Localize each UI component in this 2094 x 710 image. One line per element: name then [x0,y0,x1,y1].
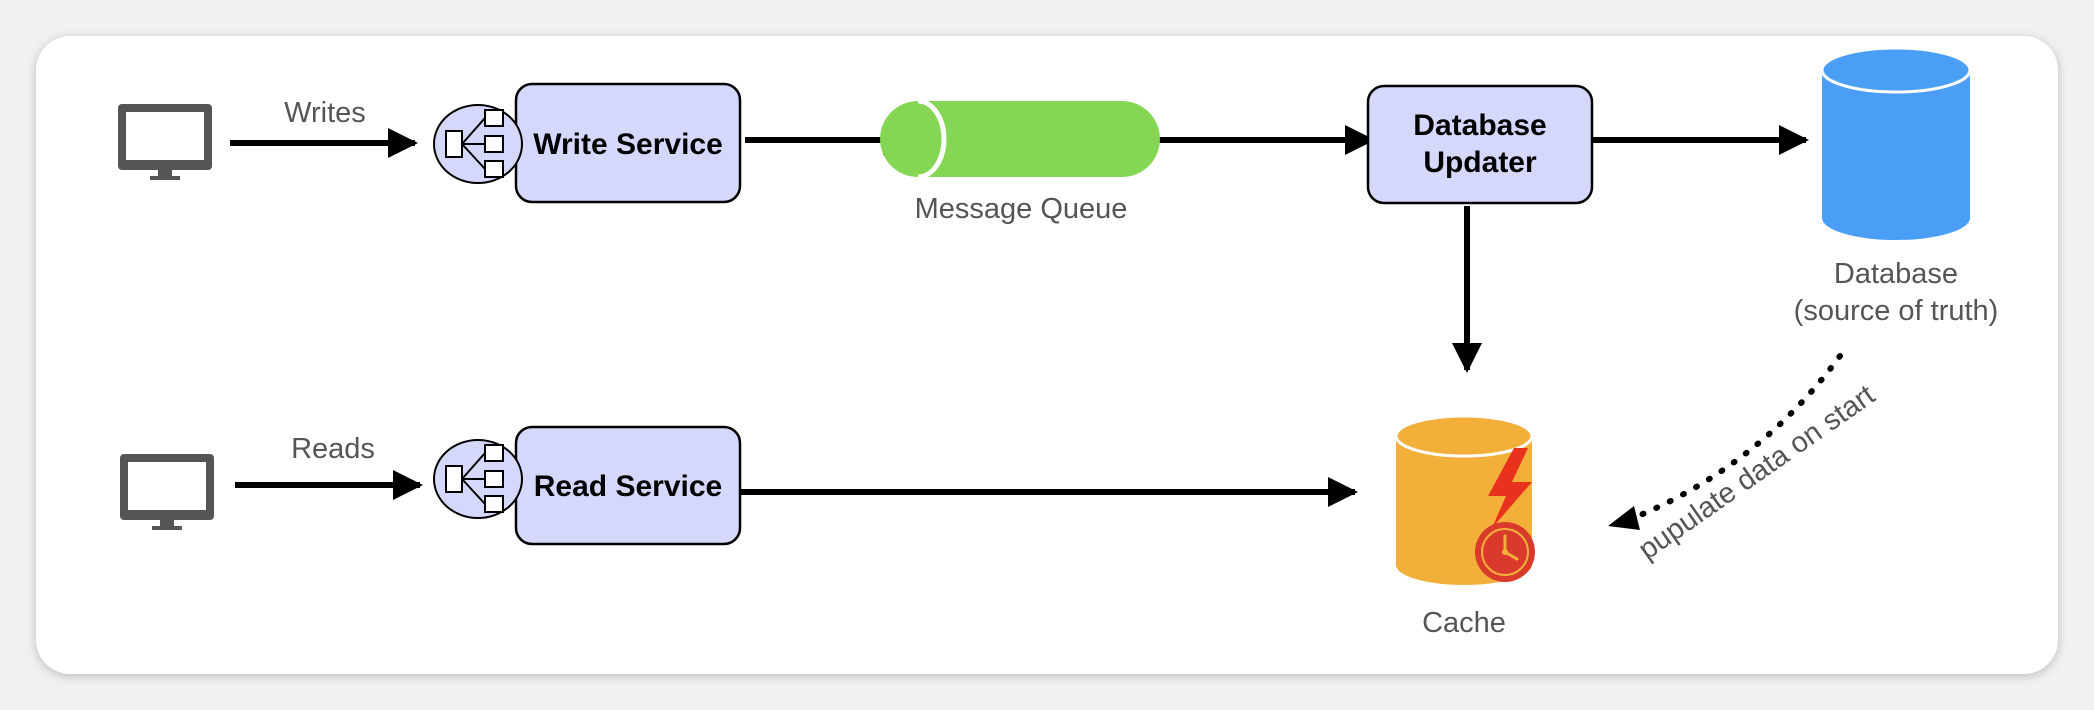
cache-node: Cache [1394,414,1535,639]
database-updater-label-line1: Database [1413,109,1546,142]
populate-label: pupulate data on start [1633,379,1881,566]
writer-client-monitor-icon [118,104,212,180]
read-load-balancer-icon [433,439,523,519]
database-updater-label-line2: Updater [1423,146,1537,179]
reads-label: Reads [291,433,375,465]
read-service-node: Read Service [514,425,742,546]
reader-client-monitor-icon [120,454,214,530]
write-service-label: Write Service [533,128,723,161]
database-updater-node: Database Updater [1366,84,1594,205]
database-label-line1: Database [1834,258,1958,290]
write-load-balancer-icon [433,104,523,184]
database-label-line2: (source of truth) [1794,295,1999,327]
cache-label: Cache [1422,607,1506,639]
message-queue-node: Message Queue [880,98,1160,225]
write-service-node: Write Service [514,82,742,204]
populate-dotted-arrow [1635,353,1843,519]
message-queue-label: Message Queue [915,193,1128,225]
clock-icon [1475,522,1535,582]
populate-arrowhead [1608,506,1640,530]
database-node: Database (source of truth) [1794,46,1999,327]
writes-label: Writes [284,97,366,129]
lightning-icon [1488,448,1532,528]
read-service-label: Read Service [534,470,722,503]
